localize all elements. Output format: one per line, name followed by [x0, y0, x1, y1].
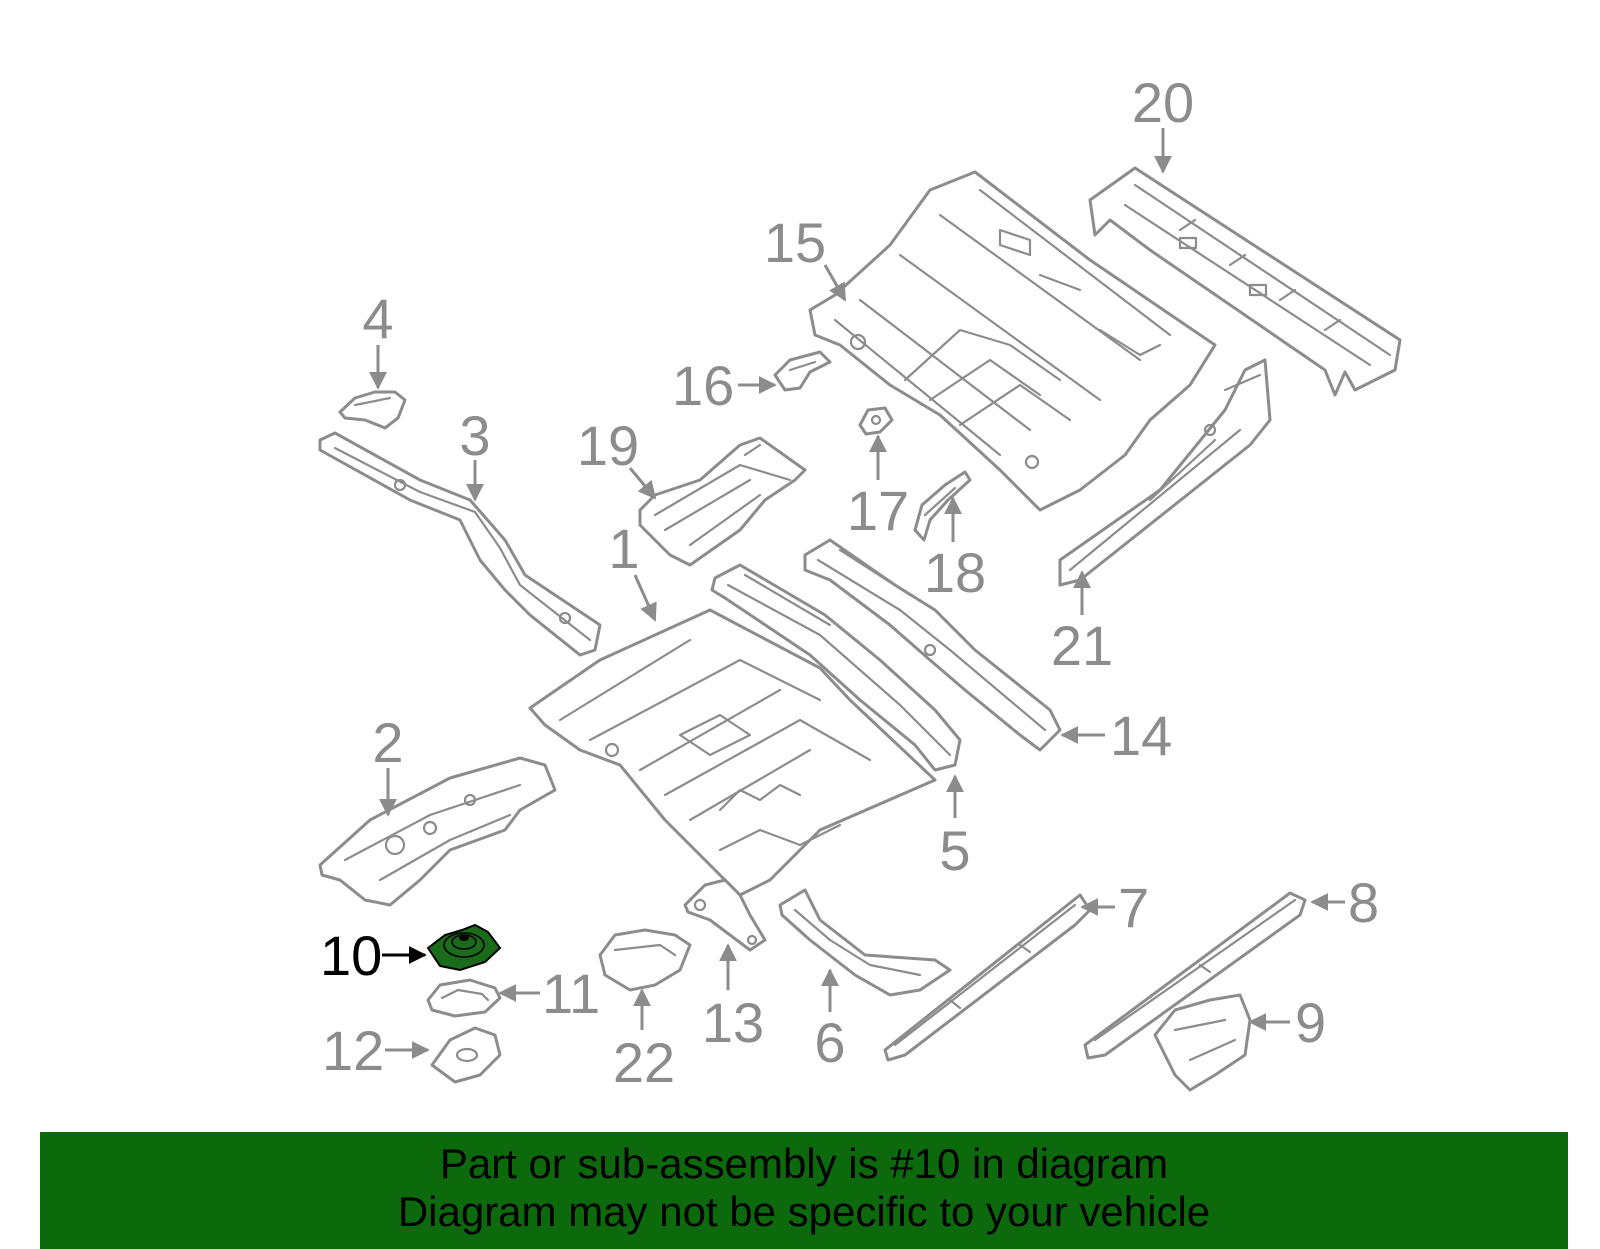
part-11-seal[interactable]: [426, 978, 502, 1018]
part-6-rocker[interactable]: [778, 888, 952, 997]
label-18: 18: [924, 541, 986, 604]
part-7-sill[interactable]: [883, 893, 1092, 1062]
banner-line-part-info: Part or sub-assembly is #10 in diagram: [439, 1140, 1169, 1187]
label-14: 14: [1110, 704, 1172, 767]
label-13: 13: [702, 991, 764, 1054]
part-18-reinforcement[interactable]: [913, 470, 972, 542]
part-4-bracket[interactable]: [338, 390, 407, 430]
label-5: 5: [939, 819, 970, 882]
label-11: 11: [542, 962, 600, 1025]
part-9-bracket[interactable]: [1153, 993, 1252, 1092]
part-19-tunnel-bracket[interactable]: [638, 436, 807, 567]
part-17-bracket[interactable]: [858, 406, 894, 436]
part-15-rear-floor[interactable]: [808, 170, 1217, 512]
label-3: 3: [459, 404, 490, 467]
label-17: 17: [847, 479, 909, 542]
part-1-front-floor[interactable]: [528, 608, 937, 897]
part-21-side-member[interactable]: [1058, 358, 1272, 587]
label-8: 8: [1348, 871, 1379, 934]
label-10[interactable]: 10: [320, 924, 382, 987]
info-banner: Part or sub-assembly is #10 in diagram D…: [40, 1132, 1568, 1249]
parts-diagram: 1 2 3 4 5 6 7 8 9 10 11 12 13 14 15 16 1…: [318, 71, 1402, 1094]
label-22: 22: [613, 1031, 675, 1094]
label-19: 19: [577, 414, 639, 477]
part-20-rear-crossmember[interactable]: [1088, 166, 1402, 397]
callout-labels: 1 2 3 4 5 6 7 8 9 10 11 12 13 14 15 16 1…: [320, 71, 1379, 1094]
label-1: 1: [608, 517, 639, 580]
part-2-floor-panel[interactable]: [318, 756, 557, 907]
part-16-bracket[interactable]: [773, 350, 832, 392]
part-10-highlighted[interactable]: [426, 923, 502, 972]
label-15: 15: [764, 211, 826, 274]
part-14-crossmember[interactable]: [803, 538, 1062, 752]
label-2: 2: [372, 711, 403, 774]
part-8-sill[interactable]: [1083, 891, 1307, 1060]
part-13-mount[interactable]: [683, 878, 767, 952]
banner-line-disclaimer: Diagram may not be specific to your vehi…: [397, 1188, 1211, 1235]
part-12-cover[interactable]: [430, 1026, 502, 1084]
label-9: 9: [1295, 991, 1326, 1054]
label-21: 21: [1051, 614, 1113, 677]
label-20: 20: [1132, 71, 1194, 134]
part-3-front-member[interactable]: [318, 431, 602, 657]
label-4: 4: [362, 287, 393, 350]
label-6: 6: [814, 1011, 845, 1074]
label-7: 7: [1118, 876, 1149, 939]
part-5-crossmember[interactable]: [710, 563, 962, 772]
label-12: 12: [322, 1019, 384, 1082]
part-22-bracket[interactable]: [598, 928, 692, 992]
label-16: 16: [672, 354, 734, 417]
callout-arrows: [369, 128, 1345, 1059]
